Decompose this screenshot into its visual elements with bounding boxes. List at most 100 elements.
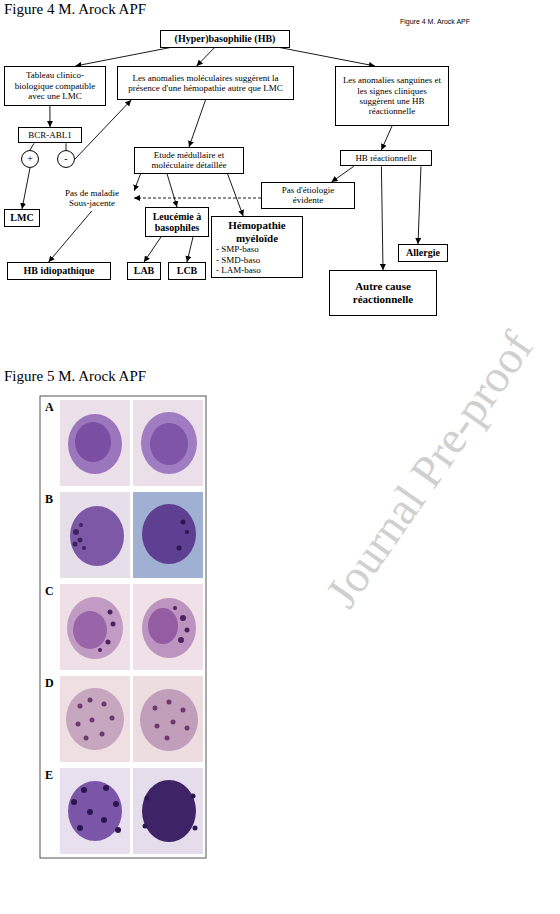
arrow-line: [75, 48, 170, 67]
result-circle: +: [21, 150, 39, 168]
circle-shape: [22, 151, 39, 168]
granule: [71, 799, 77, 805]
node-text: Hémopathie myéloïde: [216, 219, 298, 244]
node-text: -: [64, 153, 67, 165]
cell-body: [70, 506, 124, 566]
granule: [145, 796, 150, 801]
cell-nucleus: [148, 608, 178, 644]
cell-body: [140, 689, 198, 751]
arrow-line: [418, 166, 421, 244]
granule: [78, 538, 83, 543]
node-text: Pas de maladie Sous-jacente: [54, 188, 130, 209]
node-text: Les anomalies moléculaires suggèrent la …: [122, 73, 289, 94]
granule: [106, 640, 111, 645]
granule: [84, 736, 89, 741]
process-box: Pas d'étiologie évidente: [261, 182, 355, 209]
cell-body: [67, 597, 123, 659]
granule: [90, 718, 95, 723]
node-text: LAB: [134, 265, 155, 277]
outcome-box: LMC: [4, 209, 40, 227]
granule: [185, 628, 190, 633]
outcome-box: HB idiopathique: [7, 262, 111, 280]
watermark: Journal Pre-proof: [316, 322, 545, 617]
arrow-line: [134, 174, 141, 191]
panel-frame: [40, 396, 206, 858]
cell-image: [133, 584, 203, 670]
node-text: Leucémie à basophiles: [150, 211, 204, 234]
node-text: - SMP-baso: [216, 244, 298, 254]
granule: [115, 827, 121, 833]
granule: [191, 794, 196, 799]
granule: [181, 520, 186, 525]
process-box: Etude médullaire et moléculaire détaillé…: [134, 147, 244, 174]
image-ground: [133, 584, 203, 670]
arrow-line: [332, 166, 354, 182]
process-box: HB réactionnelle: [340, 150, 432, 166]
granule: [181, 708, 186, 713]
start-box: (Hyper)basophilie (HB): [160, 30, 290, 48]
node-text: BCR-ABL1: [28, 130, 72, 140]
granule: [73, 542, 78, 547]
granule: [193, 826, 198, 831]
granule: [81, 787, 87, 793]
cell-body: [141, 412, 197, 474]
granule: [82, 546, 86, 550]
arrow-line: [197, 48, 215, 67]
dashed-arrow: [134, 198, 261, 199]
image-ground: [60, 584, 130, 670]
cell-body: [142, 780, 196, 842]
arrow-line: [49, 106, 50, 127]
arrow-line: [30, 143, 34, 150]
image-ground: [133, 768, 203, 854]
process-box: Les anomalies moléculaires suggèrent la …: [117, 66, 294, 100]
granule: [108, 610, 113, 615]
process-box: Les anomalies sanguines et les signes cl…: [335, 66, 449, 126]
arrow-line: [75, 100, 131, 159]
panel-letter: B: [45, 493, 53, 507]
granule: [177, 546, 182, 551]
granule: [185, 530, 189, 534]
outcome-box: Allergie: [398, 244, 448, 262]
figure-heading: Figure 5 M. Arock APF: [4, 368, 146, 385]
cell-image: [133, 768, 203, 854]
node-text: - LAM-baso: [216, 265, 298, 275]
panel-letter: D: [45, 677, 54, 691]
node-text: LCB: [177, 265, 198, 277]
granule: [88, 698, 93, 703]
test-box: BCR-ABL1: [18, 127, 82, 143]
cell-body: [68, 781, 122, 841]
image-ground: [60, 676, 130, 762]
panel-letter: E: [45, 769, 53, 783]
node-text: - SMD-baso: [216, 255, 298, 265]
arrow-line: [280, 48, 375, 67]
node-text: Etude médullaire et moléculaire détaillé…: [139, 150, 239, 171]
figure-tag: Figure 4 M. Arock APF: [400, 18, 470, 26]
node-text: HB réactionnelle: [355, 153, 416, 163]
cell-image: [60, 492, 130, 578]
image-ground: [133, 492, 203, 578]
cell-body: [66, 688, 124, 750]
granule: [165, 736, 170, 741]
node-text: Allergie: [406, 247, 440, 259]
granule: [73, 529, 79, 535]
arrow-line: [228, 174, 244, 216]
circle-shape: [58, 151, 75, 168]
cell-image: [133, 676, 203, 762]
image-ground: [60, 492, 130, 578]
granule: [102, 702, 107, 707]
image-ground: [133, 676, 203, 762]
arrow-line: [381, 126, 392, 150]
outcome-box: LCB: [168, 262, 206, 280]
cell-body: [68, 414, 122, 474]
node-text: Tableau clinico-biologique compatible av…: [9, 70, 101, 101]
cell-nucleus: [73, 611, 107, 649]
panel-letter: A: [45, 401, 54, 415]
image-ground: [133, 400, 203, 486]
outcome-box: Autre cause réactionnelle: [329, 270, 437, 316]
cell-image: [133, 400, 203, 486]
node-text: (Hyper)basophilie (HB): [175, 33, 276, 45]
granule: [87, 809, 93, 815]
granule: [180, 615, 186, 621]
arrow-line: [187, 237, 193, 262]
